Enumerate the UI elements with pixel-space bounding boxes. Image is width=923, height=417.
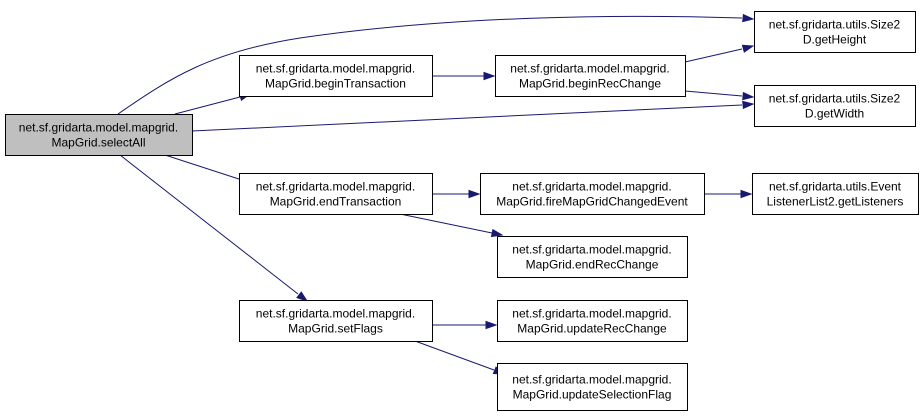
node-box [754,11,916,53]
node-endRecChange[interactable]: net.sf.gridarta.model.mapgrid.MapGrid.en… [497,236,688,278]
node-label-line1: net.sf.gridarta.model.mapgrid. [512,180,671,194]
arrowhead-icon [742,100,755,110]
node-box [497,236,688,278]
node-box [754,85,916,127]
node-label-line2: MapGrid.setFlags [288,322,383,336]
node-box [5,114,193,156]
arrowhead-icon [483,71,496,81]
edge-line [399,213,493,234]
node-box [239,173,433,215]
edge-setFlags-to-updateSelectionFlag [414,340,506,375]
node-box [497,363,688,411]
node-label-line1: net.sf.gridarta.utils.Event [769,180,902,194]
arrowhead-icon [485,320,498,330]
node-box [239,55,433,97]
node-box [752,173,919,215]
node-label-line2: D.getHeight [803,33,867,47]
node-label-line2: MapGrid.endTransaction [270,195,402,209]
node-updateSelectionFlag[interactable]: net.sf.gridarta.model.mapgrid.MapGrid.up… [497,363,688,411]
edge-selectAll-to-setFlags [119,154,309,302]
edge-selectAll-to-beginTransaction [174,92,252,115]
node-label-line2: MapGrid.updateRecChange [517,322,667,336]
node-beginRecChange[interactable]: net.sf.gridarta.model.mapgrid.MapGrid.be… [495,55,686,97]
arrowhead-icon [741,44,755,53]
node-setFlags[interactable]: net.sf.gridarta.model.mapgrid.MapGrid.se… [239,300,433,342]
arrowhead-icon [490,228,504,238]
node-label-line2: MapGrid.selectAll [51,136,145,150]
node-label-line2: MapGrid.endRecChange [526,258,659,272]
edge-line [684,48,743,63]
edge-line [174,96,241,115]
edge-endTransaction-to-endRecChange [399,213,504,238]
edge-fireMapGridChangedEvent-to-getListeners [704,189,753,199]
node-box [480,173,705,215]
node-label-line1: net.sf.gridarta.model.mapgrid. [256,180,415,194]
node-label-line2: MapGrid.beginTransaction [265,77,406,91]
edge-line [164,154,246,182]
node-getListeners[interactable]: net.sf.gridarta.utils.EventListenerList2… [752,173,919,215]
node-selectAll: net.sf.gridarta.model.mapgrid.MapGrid.se… [5,114,193,156]
edge-selectAll-to-getHeight [117,13,755,115]
node-box [239,300,433,342]
call-nodes: net.sf.gridarta.model.mapgrid.MapGrid.se… [5,11,919,411]
node-label-line1: net.sf.gridarta.model.mapgrid. [510,62,669,76]
arrowhead-icon [742,91,755,101]
node-label-line1: net.sf.gridarta.model.mapgrid. [256,62,415,76]
edge-setFlags-to-updateRecChange [432,320,498,330]
edge-line [684,90,743,97]
edge-line [119,154,299,295]
arrowhead-icon [468,189,481,199]
node-label-line1: net.sf.gridarta.model.mapgrid. [256,307,415,321]
edge-selectAll-to-getWidth [191,100,755,132]
node-label-line2: ListenerList2.getListeners [767,195,904,209]
node-label-line2: D.getWidth [805,107,864,121]
node-label-line2: MapGrid.updateSelectionFlag [513,388,672,402]
edge-line [117,15,743,115]
arrowhead-icon [740,189,753,199]
arrowhead-icon [742,13,755,23]
node-label-line2: MapGrid.fireMapGridChangedEvent [496,195,688,209]
node-label-line1: net.sf.gridarta.model.mapgrid. [512,243,671,257]
edge-beginRecChange-to-getWidth [684,90,755,101]
edge-line [414,340,495,371]
node-fireMapGridChangedEvent[interactable]: net.sf.gridarta.model.mapgrid.MapGrid.fi… [480,173,705,215]
node-endTransaction[interactable]: net.sf.gridarta.model.mapgrid.MapGrid.en… [239,173,433,215]
node-updateRecChange[interactable]: net.sf.gridarta.model.mapgrid.MapGrid.up… [497,300,688,342]
edge-beginRecChange-to-getHeight [684,44,755,63]
arrowhead-icon [296,291,309,302]
edge-beginTransaction-to-beginRecChange [432,71,496,81]
node-label-line1: net.sf.gridarta.model.mapgrid. [19,121,178,135]
node-label-line1: net.sf.gridarta.utils.Size2 [769,92,901,106]
node-beginTransaction[interactable]: net.sf.gridarta.model.mapgrid.MapGrid.be… [239,55,433,97]
node-label-line1: net.sf.gridarta.model.mapgrid. [512,307,671,321]
node-box [495,55,686,97]
node-label-line1: net.sf.gridarta.model.mapgrid. [512,373,671,387]
edge-line [191,104,743,132]
node-box [497,300,688,342]
node-label-line1: net.sf.gridarta.utils.Size2 [769,18,901,32]
edge-endTransaction-to-fireMapGridChangedEvent [432,189,481,199]
node-label-line2: MapGrid.beginRecChange [519,77,661,91]
